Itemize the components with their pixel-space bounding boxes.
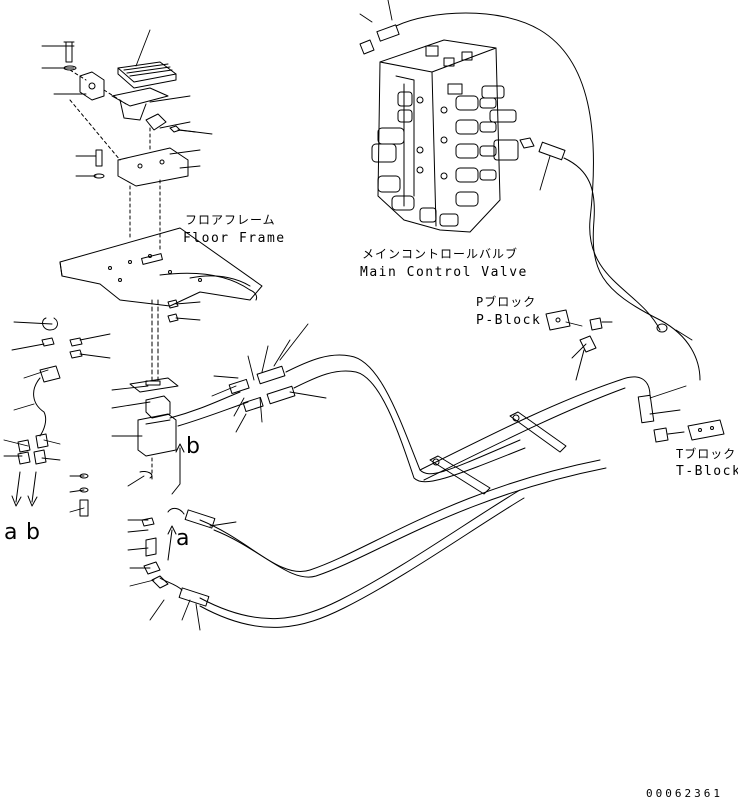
floor-frame-label-en: Floor Frame (183, 231, 286, 246)
block-parts (545, 309, 725, 443)
p-block-label-en: P-Block (476, 313, 542, 328)
port-b-left-marker: b (26, 520, 40, 545)
port-b-marker: b (186, 434, 200, 459)
floor-frame (41, 227, 263, 359)
main-control-valve (359, 12, 701, 381)
leader-lines (3, 0, 693, 631)
p-block-label-jp: Pブロック (476, 295, 537, 309)
pedal-valve (11, 299, 185, 589)
t-block-label-jp: Tブロック (676, 447, 737, 461)
main-control-valve-label-en: Main Control Valve (360, 265, 528, 280)
t-block-label-en: T-Block (676, 464, 738, 479)
floor-frame-label-jp: フロアフレーム (185, 213, 276, 227)
hoses (159, 354, 626, 628)
port-a-marker: a (176, 526, 190, 551)
main-control-valve-label-jp: メインコントロールバルブ (362, 247, 519, 261)
pedal-assembly (63, 41, 197, 251)
drawing-number: 00062361 (646, 787, 723, 800)
port-a-left-marker: a (4, 520, 18, 545)
